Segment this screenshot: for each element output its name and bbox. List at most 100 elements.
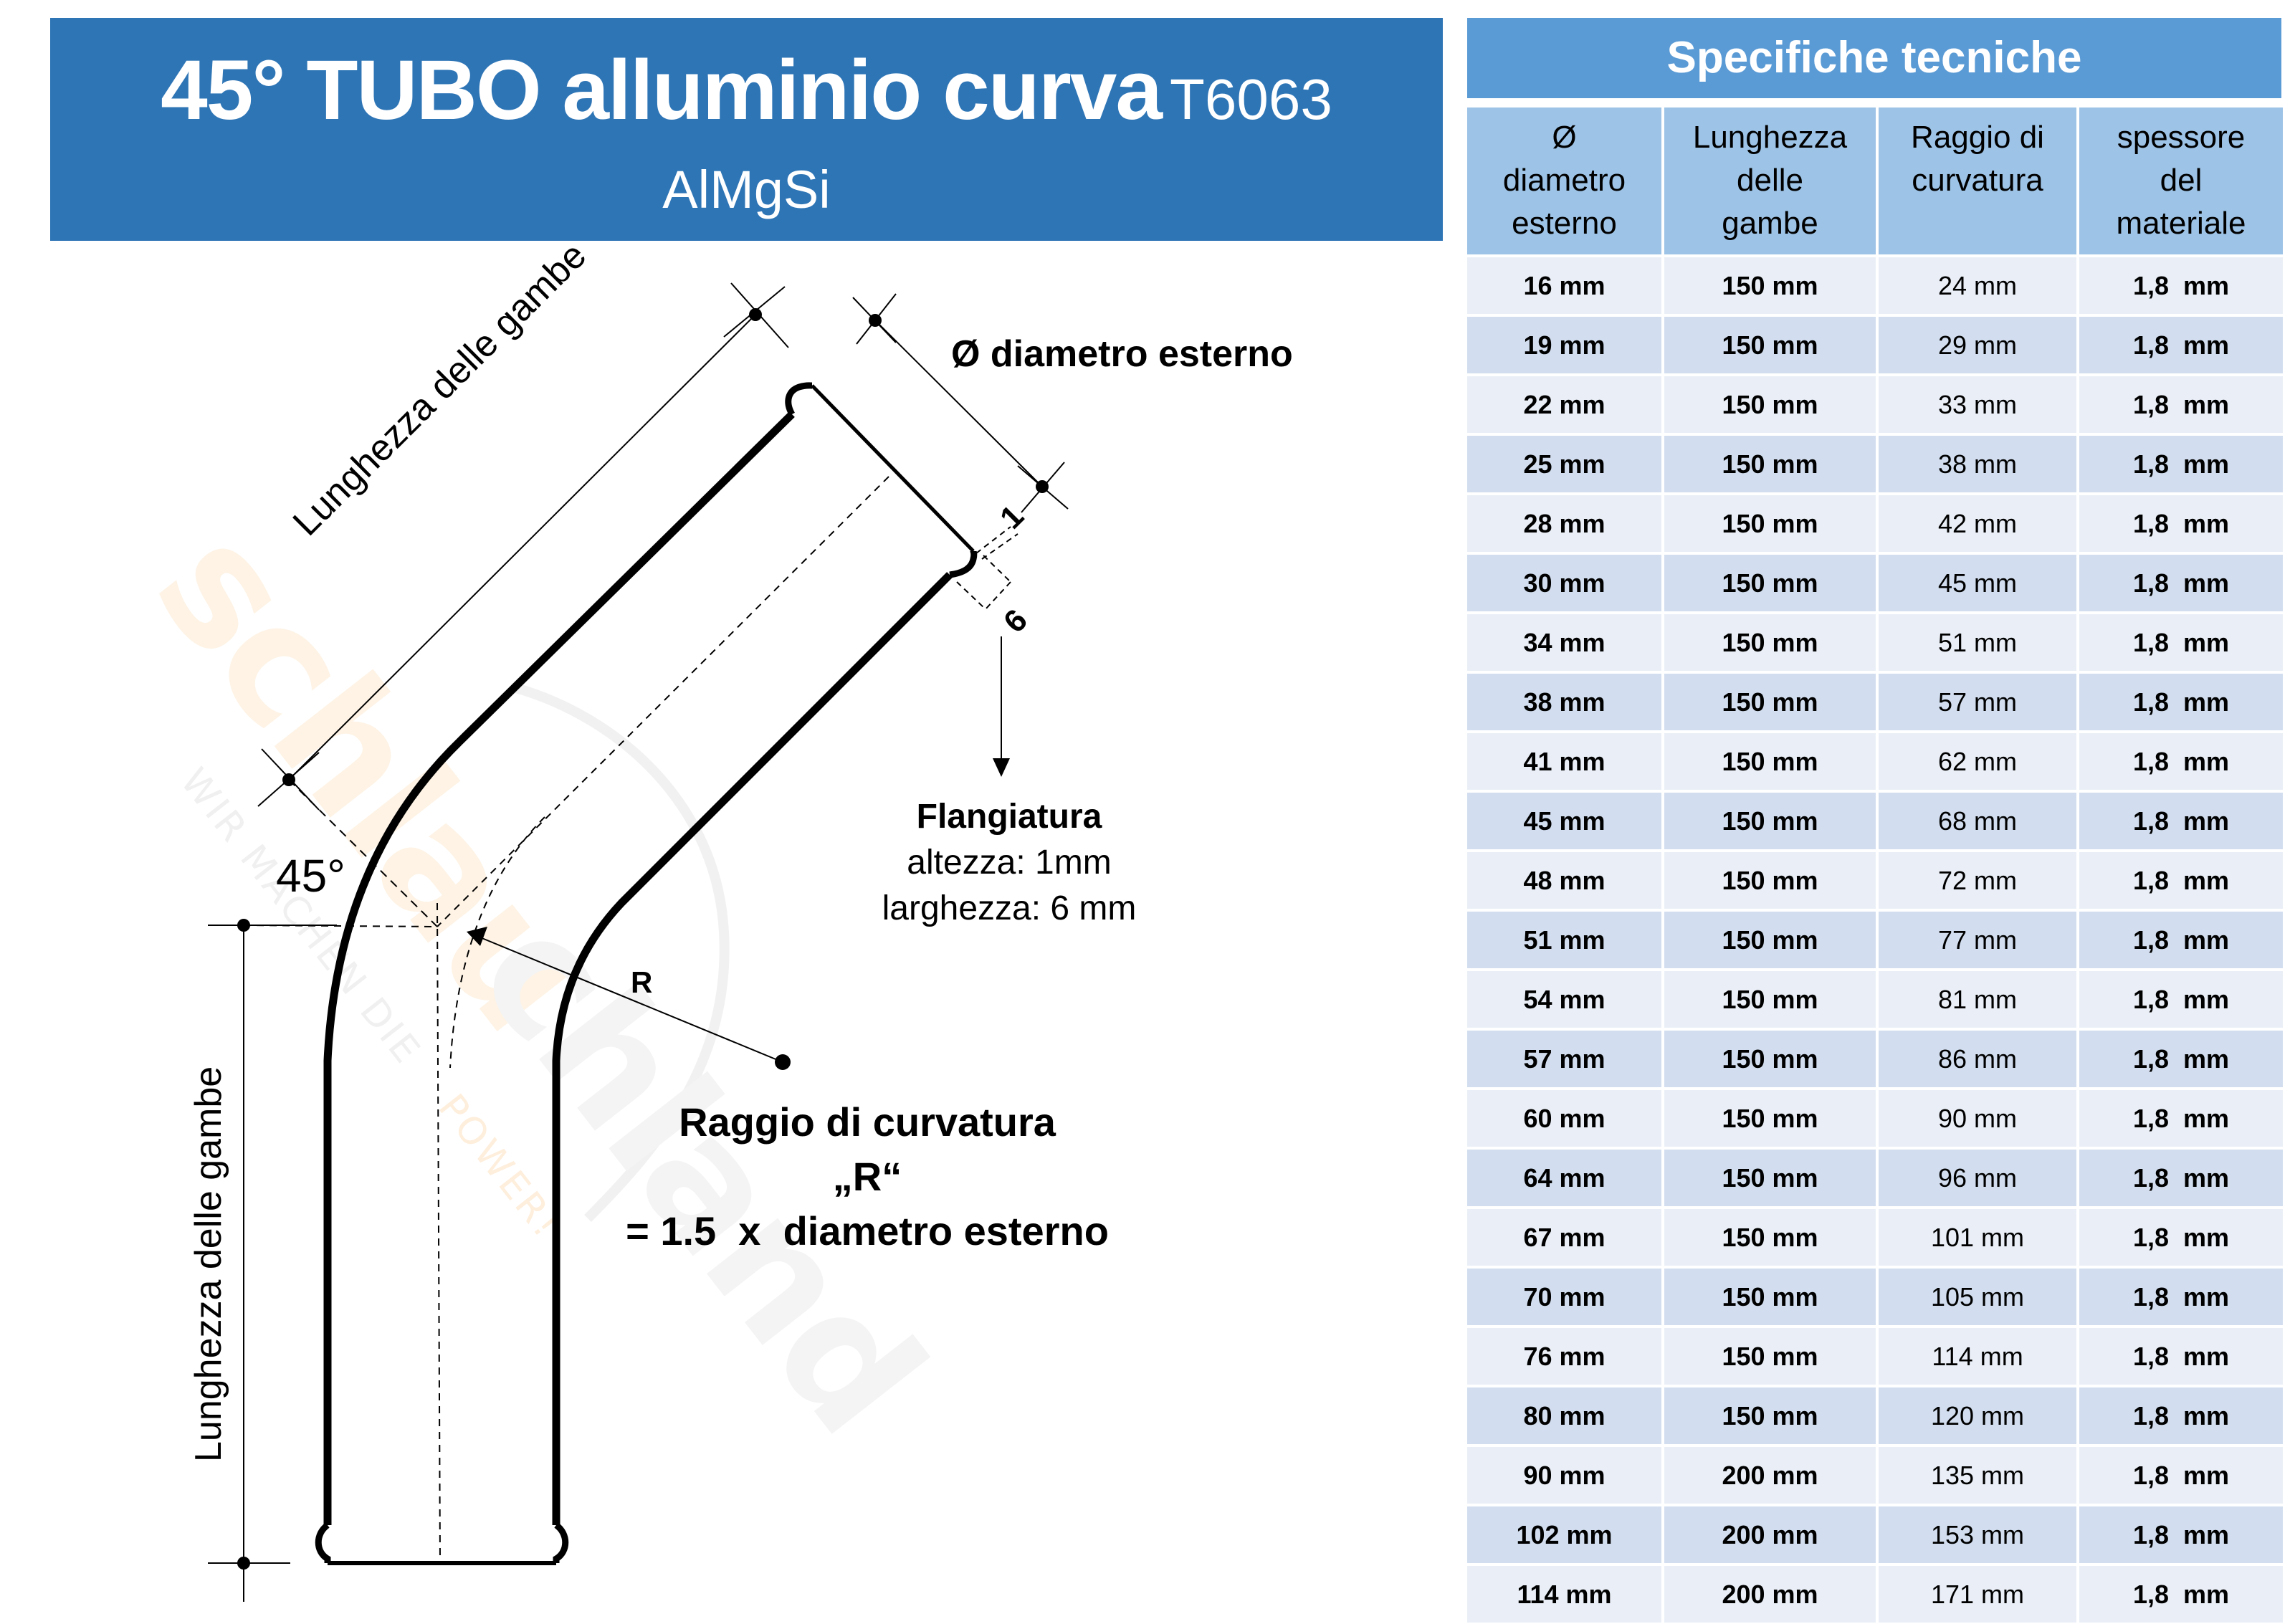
flange-height: altezza: 1mm [907,844,1112,882]
bend-radius-cell: 120 mm [1879,1387,2076,1444]
thickness-cell: 1,8 mm [2079,614,2283,671]
bend-radius-cell: 105 mm [1879,1269,2076,1325]
leg-length-cell: 150 mm [1664,674,1876,730]
thickness-cell: 1,8 mm [2079,317,2283,373]
leg-length-cell: 150 mm [1664,971,1876,1028]
leg-length-cell: 150 mm [1664,733,1876,790]
diameter-cell: 30 mm [1467,555,1661,611]
thickness-cell: 1,8 mm [2079,674,2283,730]
bend-radius-cell: 171 mm [1879,1566,2076,1623]
pipe-top-end [811,384,975,553]
diameter-cell: 80 mm [1467,1387,1661,1444]
spec-table-title: Specifiche tecniche [1467,18,2281,98]
watermark-logo-icon: schlau chland WIR MACHEN DIE POWER! [120,494,958,1466]
thickness-cell: 1,8 mm [2079,1328,2283,1385]
leg-length-cell: 200 mm [1664,1506,1876,1563]
leg-length-cell: 150 mm [1664,257,1876,314]
thickness-cell: 1,8 mm [2079,376,2283,433]
leg-length-cell: 150 mm [1664,1209,1876,1266]
leg-length-cell: 150 mm [1664,1328,1876,1385]
diameter-dimension [852,293,1069,513]
diameter-cell: 45 mm [1467,793,1661,849]
bend-radius-cell: 68 mm [1879,793,2076,849]
leg-length-cell: 150 mm [1664,1387,1876,1444]
bend-radius-cell: 81 mm [1879,971,2076,1028]
thickness-cell: 1,8 mm [2079,1566,2283,1623]
diameter-cell: 70 mm [1467,1269,1661,1325]
flange-width: larghezza: 6 mm [882,889,1137,927]
thickness-cell: 1,8 mm [2079,1150,2283,1206]
leg-length-cell: 200 mm [1664,1447,1876,1504]
leg-length-cell: 150 mm [1664,1031,1876,1087]
thickness-cell: 1,8 mm [2079,793,2283,849]
bend-radius-cell: 38 mm [1879,436,2076,492]
alloy-code: T6063 [1170,67,1332,131]
thickness-cell: 1,8 mm [2079,971,2283,1028]
radius-marker-label: R [631,965,653,999]
angle-label: 45° [276,850,345,902]
leg-length-cell: 150 mm [1664,793,1876,849]
thickness-cell: 1,8 mm [2079,257,2283,314]
thickness-cell: 1,8 mm [2079,852,2283,909]
diameter-cell: 54 mm [1467,971,1661,1028]
radius-arrow [467,927,791,1070]
diameter-cell: 67 mm [1467,1209,1661,1266]
thickness-cell: 1,8 mm [2079,733,2283,790]
leg-length-cell: 150 mm [1664,436,1876,492]
bend-radius-cell: 42 mm [1879,495,2076,552]
thickness-cell: 1,8 mm [2079,1447,2283,1504]
leg-length-label-vertical: Lunghezza delle gambe [188,1066,229,1462]
diameter-cell: 60 mm [1467,1090,1661,1147]
title-main: 45° TUBO alluminio curva [161,43,1163,138]
bend-radius-cell: 24 mm [1879,257,2076,314]
flange-arrow [993,636,1010,777]
thickness-cell: 1,8 mm [2079,1209,2283,1266]
thickness-cell: 1,8 mm [2079,436,2283,492]
diameter-cell: 114 mm [1467,1566,1661,1623]
leg-length-cell: 150 mm [1664,1269,1876,1325]
bend-radius-cell: 45 mm [1879,555,2076,611]
leg-length-cell: 150 mm [1664,317,1876,373]
leg-length-cell: 150 mm [1664,614,1876,671]
flange-detail [956,526,1018,610]
leg-length-dimension-diagonal [257,282,789,927]
bend-radius-cell: 114 mm [1879,1328,2076,1385]
diameter-cell: 16 mm [1467,257,1661,314]
diameter-cell: 28 mm [1467,495,1661,552]
leg-length-cell: 150 mm [1664,555,1876,611]
diameter-cell: 41 mm [1467,733,1661,790]
diameter-cell: 102 mm [1467,1506,1661,1563]
thickness-cell: 1,8 mm [2079,495,2283,552]
bend-radius-cell: 90 mm [1879,1090,2076,1147]
leg-length-cell: 150 mm [1664,852,1876,909]
bend-radius-cell: 29 mm [1879,317,2076,373]
diameter-cell: 25 mm [1467,436,1661,492]
diameter-cell: 64 mm [1467,1150,1661,1206]
diameter-cell: 90 mm [1467,1447,1661,1504]
bend-radius-cell: 77 mm [1879,912,2076,968]
bend-radius-cell: 86 mm [1879,1031,2076,1087]
bend-radius-formula: = 1.5 x diametro esterno [626,1208,1109,1253]
bend-radius-title: Raggio di curvatura [679,1099,1056,1145]
pipe-bend-drawing: schlau chland WIR MACHEN DIE POWER! [120,282,1069,1602]
thickness-cell: 1,8 mm [2079,1387,2283,1444]
diameter-cell: 19 mm [1467,317,1661,373]
material-subtitle: AlMgSi [662,160,831,219]
leg-length-cell: 150 mm [1664,495,1876,552]
bend-radius-cell: 101 mm [1879,1209,2076,1266]
leg-length-cell: 150 mm [1664,912,1876,968]
bend-radius-info: Raggio di curvatura „R“ = 1.5 x diametro… [616,1095,1118,1258]
bend-radius-cell: 33 mm [1879,376,2076,433]
thickness-cell: 1,8 mm [2079,1269,2283,1325]
thickness-cell: 1,8 mm [2079,555,2283,611]
bend-radius-cell: 72 mm [1879,852,2076,909]
flange-info: Flangiatura altezza: 1mm larghezza: 6 mm [866,794,1153,932]
diameter-cell: 51 mm [1467,912,1661,968]
bend-radius-cell: 51 mm [1879,614,2076,671]
